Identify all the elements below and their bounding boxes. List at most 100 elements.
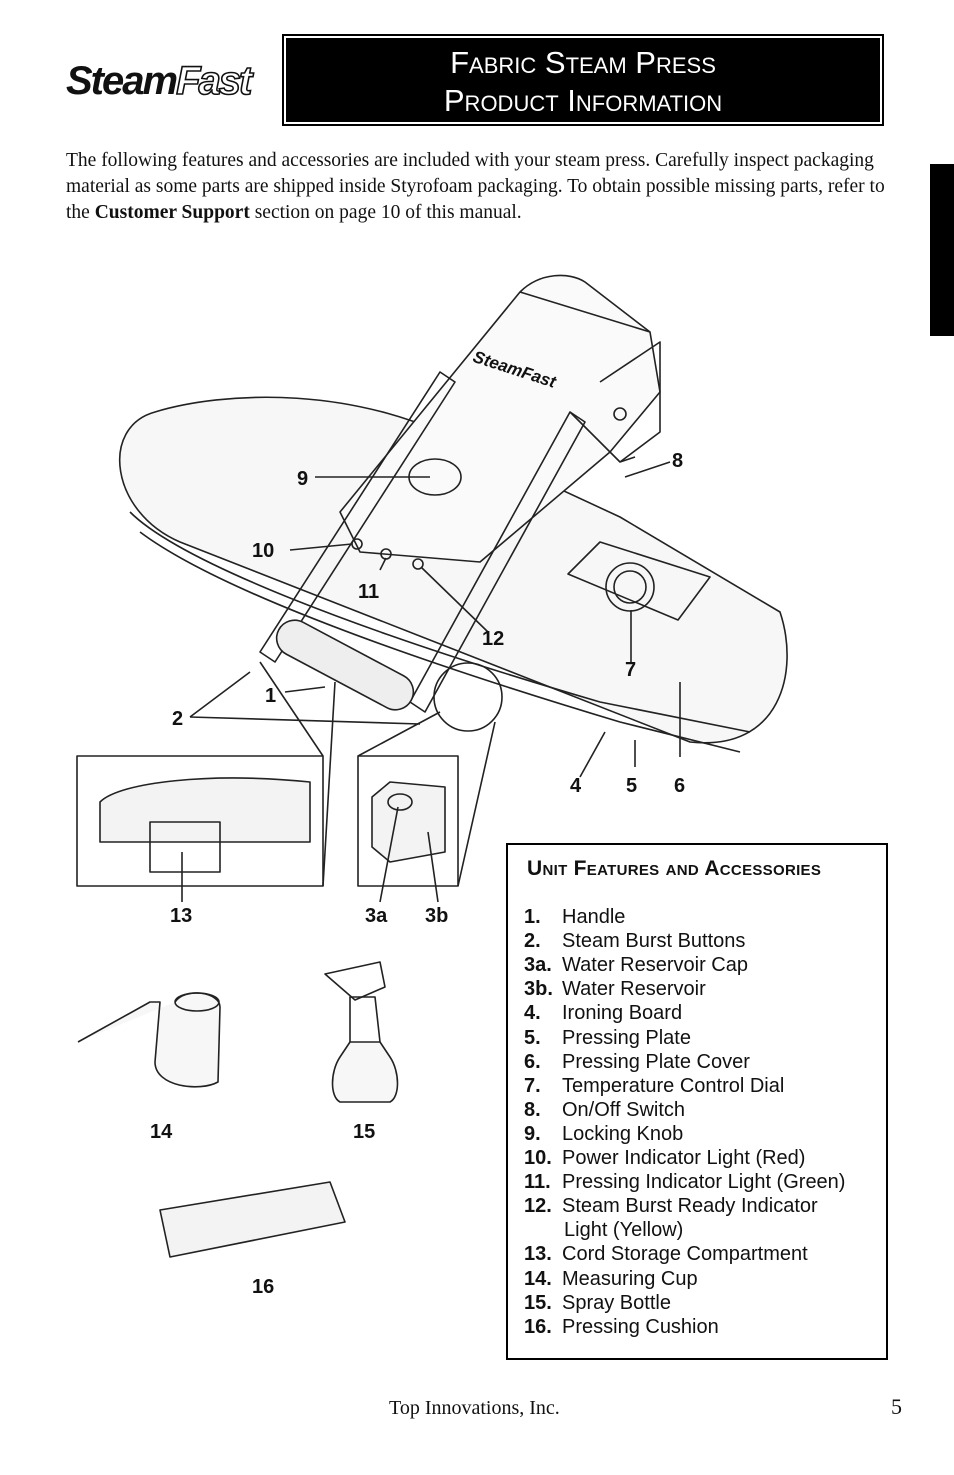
legend-item: 1. Handle xyxy=(524,905,886,929)
pressing-cushion-shape xyxy=(159,1181,346,1258)
legend-item: 3b. Water Reservoir xyxy=(524,977,886,1001)
arm-top-edge xyxy=(519,291,651,333)
callout-14: 14 xyxy=(150,1121,173,1143)
intro-text-1: The following features and accessories a… xyxy=(66,150,885,223)
on-off-switch-icon xyxy=(613,407,627,421)
legend-item-number: 8. xyxy=(524,1098,541,1121)
legend-title: Unit Features and Accessories xyxy=(527,857,822,880)
callout-7: 7 xyxy=(625,659,636,681)
callout-2: 2 xyxy=(172,708,183,730)
legend-item-number: 11. xyxy=(524,1171,551,1194)
intro-paragraph: The following features and accessories a… xyxy=(66,148,896,226)
legend-item: 15.Spray Bottle xyxy=(524,1291,886,1315)
legend-item-label: Locking Knob xyxy=(562,1122,684,1145)
callout-16: 16 xyxy=(252,1276,274,1298)
page-number: 5 xyxy=(891,1394,902,1419)
measuring-cup-shape xyxy=(77,992,221,1088)
legend-item: 11.Pressing Indicator Light (Green) xyxy=(524,1170,886,1194)
legend-item-label: Power Indicator Light (Red) xyxy=(562,1147,806,1170)
legend-item: 10. Power Indicator Light (Red) xyxy=(524,1146,886,1170)
legend-item-label: Water Reservoir xyxy=(562,978,706,1001)
legend-item-label: Cord Storage Compartment xyxy=(562,1243,808,1266)
reservoir-callout-circle xyxy=(433,662,503,732)
legend-item: 8. On/Off Switch xyxy=(524,1098,886,1122)
legend-item-label: Pressing Cushion xyxy=(562,1315,719,1338)
legend-item: 7. Temperature Control Dial xyxy=(524,1074,886,1098)
cord-storage-shape xyxy=(99,777,311,843)
section-tab-marker xyxy=(930,164,954,336)
legend-item-label: Water Reservoir Cap xyxy=(562,954,748,977)
page-title-line2: Product Information xyxy=(443,83,723,118)
legend-item-label: Pressing Plate Cover xyxy=(562,1050,750,1073)
cord-storage-zoom-box xyxy=(76,755,324,887)
legend-item-number: 4. xyxy=(524,1002,541,1025)
legend-item-number: 2. xyxy=(524,930,541,953)
legend-item-number: 15. xyxy=(524,1291,552,1314)
steam-ready-light-icon xyxy=(412,558,424,570)
intro-text-2: section on page 10 of this manual. xyxy=(249,202,522,223)
zoom-lines xyxy=(259,661,496,887)
legend-item-label: On/Off Switch xyxy=(562,1098,686,1121)
callout-6: 6 xyxy=(674,775,685,797)
callout-4: 4 xyxy=(570,775,582,797)
legend-item-label: Steam Burst Buttons xyxy=(562,930,746,953)
legend-item: 5. Pressing Plate xyxy=(524,1026,886,1050)
leader-12 xyxy=(421,567,489,633)
leader-4 xyxy=(579,731,606,778)
legend-item-label: Handle xyxy=(562,906,626,929)
legend-item-number: 3b. xyxy=(524,978,553,1001)
leader-11 xyxy=(379,557,387,571)
callout-15: 15 xyxy=(353,1121,375,1143)
intro-bold-link-text: Customer Support xyxy=(94,202,250,223)
leader-1 xyxy=(284,686,326,693)
legend-item-number: 5. xyxy=(524,1026,541,1049)
cord-compartment xyxy=(149,821,221,873)
legend-item-label: Temperature Control Dial xyxy=(562,1074,785,1097)
leader-3 xyxy=(379,806,439,903)
callout-10: 10 xyxy=(252,540,274,562)
spray-bottle-shape xyxy=(331,1041,399,1103)
leader-8 xyxy=(624,461,671,478)
legend-item: 9.Locking Knob xyxy=(524,1122,886,1146)
legend-item-number: 6. xyxy=(524,1050,541,1073)
spray-trigger-head xyxy=(324,961,386,1001)
ironing-board-shape xyxy=(119,396,788,744)
temp-dial-panel xyxy=(567,541,711,621)
page-title: Fabric Steam Press Product Information xyxy=(286,38,880,122)
legend-item-label: Pressing Plate xyxy=(562,1026,691,1049)
reservoir-cap-icon xyxy=(387,793,413,811)
page-title-box: Fabric Steam Press Product Information xyxy=(282,34,884,126)
product-illustration: SteamFast 9 10 11 12 8 7 6 5 4 1 2 13 3a… xyxy=(76,274,788,1298)
temperature-dial-icon xyxy=(605,562,655,612)
legend-item: 3a.Water Reservoir Cap xyxy=(524,953,886,977)
callout-9: 9 xyxy=(297,468,308,490)
legend-item-label: Measuring Cup xyxy=(562,1267,698,1290)
legend-item-continuation: Light (Yellow) xyxy=(564,1219,684,1242)
callout-8: 8 xyxy=(672,450,683,472)
logo-steam-text: Steam xyxy=(66,59,178,103)
steamfast-logo: SteamFast xyxy=(66,56,272,106)
callout-11: 11 xyxy=(358,581,379,603)
legend-item-number: 10. xyxy=(524,1147,552,1170)
reservoir-zoom-box xyxy=(357,755,459,887)
leader-10 xyxy=(289,543,353,551)
legend-item-number: 1. xyxy=(524,906,541,929)
legend-item: 2. Steam Burst Buttons xyxy=(524,929,886,953)
legend-item: 6. Pressing Plate Cover xyxy=(524,1050,886,1074)
page-title-line1: Fabric Steam Press xyxy=(450,45,716,80)
callout-3a: 3a xyxy=(365,905,388,927)
board-base-edge xyxy=(139,531,741,753)
legend-item-number: 13. xyxy=(524,1243,552,1266)
legend-item: 14.Measuring Cup xyxy=(524,1267,886,1291)
handle-right-bar xyxy=(409,411,586,713)
spray-bottle-neck xyxy=(349,996,381,1043)
handle-left-bar xyxy=(259,371,456,663)
leader-2 xyxy=(189,671,421,725)
legend-item-number: 7. xyxy=(524,1074,541,1097)
legend-item-label: Ironing Board xyxy=(562,1002,683,1025)
legend-item-number: 16. xyxy=(524,1315,552,1338)
callout-3b: 3b xyxy=(425,905,448,927)
switch-housing xyxy=(599,341,661,463)
